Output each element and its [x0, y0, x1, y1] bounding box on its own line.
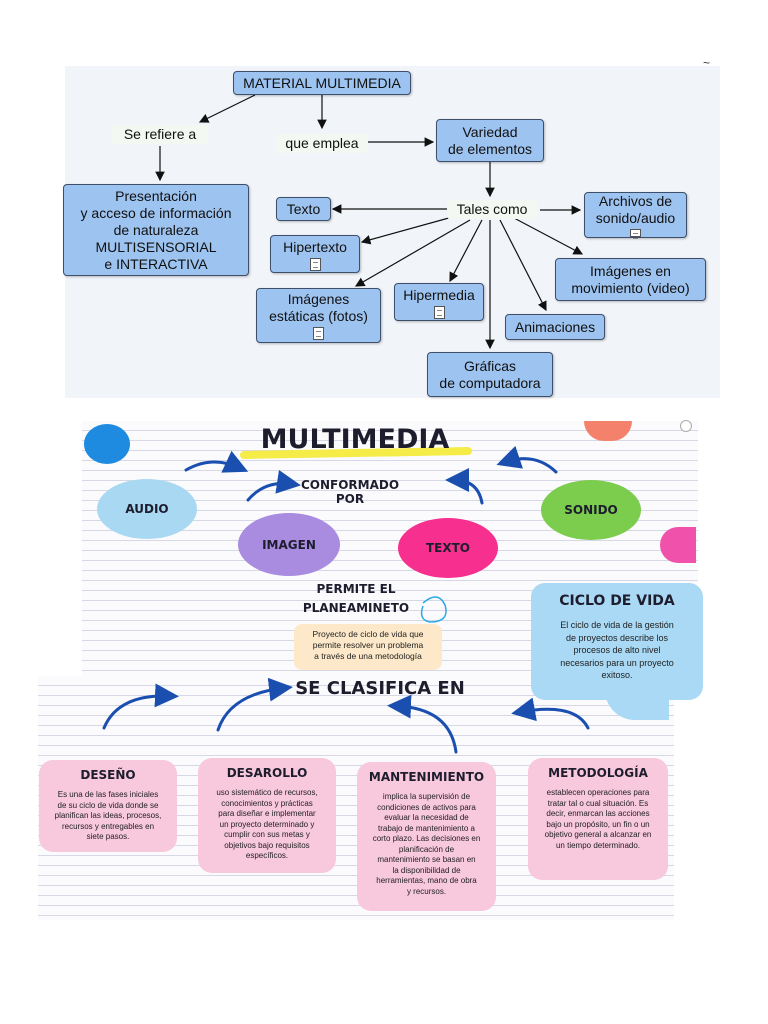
ellipse-sound: SONIDO — [541, 480, 641, 540]
edge-such-hypertext — [360, 215, 457, 245]
decor-badge-icon — [680, 420, 692, 432]
card-maintenance-title: MANTENIMIENTO — [368, 770, 485, 784]
node-animations: Animaciones — [505, 314, 605, 340]
node-moving-images: Imágenes en movimiento (video) — [555, 258, 706, 301]
node-computer-graphics: Gráficas de computadora — [427, 352, 553, 397]
infographic-title: MULTIMEDIA — [260, 424, 450, 455]
arrow-maintenance — [387, 694, 458, 754]
card-development: DESAROLLO uso sistemático de recursos, c… — [198, 758, 336, 873]
arrow-design — [102, 683, 179, 730]
card-development-title: DESAROLLO — [226, 766, 308, 780]
card-methodology: METODOLOGÍA establecen operaciones para … — [528, 758, 668, 880]
card-development-body: uso sistemático de recursos, conocimient… — [216, 788, 318, 860]
link-refers: Se refiere a — [112, 125, 208, 144]
project-note: Proyecto de ciclo de vida que permite re… — [294, 624, 442, 670]
card-design: DESEÑO Es una de las fases iniciales de … — [39, 760, 177, 852]
node-static-images-label: Imágenes estáticas (fotos) — [269, 291, 368, 324]
node-sound-files: Archivos de sonido/audio — [584, 192, 687, 239]
node-material-multimedia: MATERIAL MULTIMEDIA — [233, 71, 411, 95]
node-text: Texto — [276, 197, 331, 221]
card-design-body: Es una de las fases iniciales de su cicl… — [54, 790, 162, 841]
arrow-image — [246, 469, 301, 502]
edge-such-animations — [499, 219, 547, 312]
node-hypertext-label: Hipertexto — [283, 239, 347, 255]
node-sound-files-label: Archivos de sonido/audio — [595, 193, 676, 226]
arrow-development — [216, 677, 293, 732]
card-maintenance: MANTENIMIENTO implica la supervisión de … — [357, 762, 496, 911]
document-icon — [630, 229, 641, 239]
arrow-audio — [184, 450, 249, 473]
document-icon — [309, 258, 321, 271]
ellipse-text: TEXTO — [398, 518, 498, 578]
decor-circle-orange — [584, 421, 632, 441]
edge-such-hypermedia — [449, 219, 483, 283]
edge-such-moving — [513, 217, 584, 255]
edge-root-refers — [198, 94, 256, 123]
decor-circle-blue — [84, 424, 130, 464]
edge-such-static — [354, 219, 471, 287]
life-cycle-card: CICLO DE VIDA El ciclo de vida de la ges… — [531, 583, 703, 700]
arrow-text — [445, 468, 484, 505]
node-hypermedia-label: Hipermedia — [403, 287, 475, 303]
squiggle-decor — [420, 596, 447, 623]
allows-planning-label: PERMITE EL PLANEAMINETO — [302, 582, 410, 615]
life-cycle-title: CICLO DE VIDA — [559, 593, 675, 609]
document-icon — [433, 306, 445, 319]
link-such-as: Tales como — [447, 200, 537, 219]
card-design-title: DESEÑO — [80, 768, 136, 782]
decor-circle-pink — [660, 527, 696, 563]
corner-mark: ~ — [703, 56, 711, 70]
node-hypermedia: Hipermedia — [394, 283, 484, 321]
document-icon — [313, 327, 324, 340]
node-hypertext: Hipertexto — [270, 235, 360, 273]
formed-by-label: CONFORMADO POR — [300, 478, 400, 506]
arrow-methodology — [511, 697, 590, 730]
arrow-sound — [496, 445, 558, 474]
link-uses: que emplea — [276, 134, 368, 153]
node-presentation: Presentación y acceso de información de … — [63, 184, 249, 276]
life-cycle-body: El ciclo de vida de la gestión de proyec… — [560, 620, 674, 680]
card-maintenance-body: implica la supervisión de condiciones de… — [372, 792, 481, 896]
ellipse-image: IMAGEN — [238, 513, 340, 576]
node-variety: Variedad de elementos — [436, 119, 544, 162]
classified-label: SE CLASIFICA EN — [295, 678, 465, 699]
concept-map-connectors — [155, 94, 584, 350]
node-static-images: Imágenes estáticas (fotos) — [256, 288, 381, 343]
card-methodology-title: METODOLOGÍA — [548, 766, 648, 780]
ellipse-audio: AUDIO — [97, 479, 197, 539]
card-methodology-body: establecen operaciones para tratar tal o… — [544, 788, 652, 850]
